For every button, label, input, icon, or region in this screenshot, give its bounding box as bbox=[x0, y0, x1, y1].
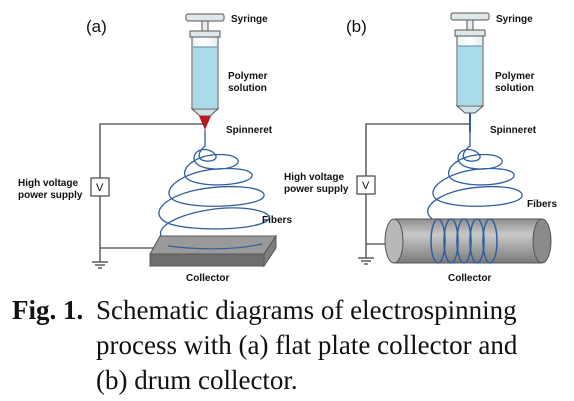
collector-label: Collector bbox=[186, 273, 229, 284]
syringe-label: Syringe bbox=[231, 14, 268, 25]
syringe-icon bbox=[185, 13, 225, 117]
circuit-wire bbox=[365, 123, 470, 176]
hv-label-2: power supply bbox=[284, 184, 349, 195]
spinneret-tip bbox=[199, 116, 211, 130]
caption-line-3: (b) drum collector. bbox=[96, 365, 298, 395]
panel-a: (a) Syringe Polymer solution Spinneret bbox=[18, 13, 292, 284]
voltmeter-label: V bbox=[362, 180, 370, 192]
panel-a-label: (a) bbox=[86, 17, 107, 36]
panel-b-label: (b) bbox=[346, 17, 367, 36]
hv-label-1: High voltage bbox=[18, 178, 78, 189]
fibers-label: Fibers bbox=[262, 215, 292, 226]
hv-label-1: High voltage bbox=[284, 172, 344, 183]
voltmeter-label: V bbox=[96, 182, 104, 194]
ground-icon bbox=[92, 248, 108, 269]
syringe-icon bbox=[450, 12, 490, 114]
fibers-label: Fibers bbox=[527, 199, 557, 210]
collector-label: Collector bbox=[448, 273, 491, 284]
electrospinning-diagram: (a) Syringe Polymer solution Spinneret bbox=[18, 12, 557, 284]
caption-prefix: Fig. 1. bbox=[12, 295, 84, 325]
spinneret-label: Spinneret bbox=[490, 125, 537, 136]
hv-label-2: power supply bbox=[18, 190, 83, 201]
caption-line-1: Schematic diagrams of electrospinning bbox=[96, 295, 517, 325]
polymer-label-1: Polymer bbox=[495, 71, 535, 82]
circuit-wire bbox=[99, 123, 205, 178]
spinneret-label: Spinneret bbox=[226, 125, 273, 136]
flat-plate-collector bbox=[149, 234, 277, 268]
drum-collector bbox=[384, 218, 552, 264]
syringe-label: Syringe bbox=[496, 14, 533, 25]
caption-line-2: process with (a) flat plate collector an… bbox=[96, 330, 518, 360]
polymer-label-2: solution bbox=[228, 83, 267, 94]
panel-b: (b) Syringe Polymer solution Spinneret V bbox=[284, 12, 557, 284]
fiber-jet bbox=[158, 130, 270, 248]
ground-icon bbox=[358, 244, 374, 265]
polymer-label-1: Polymer bbox=[228, 71, 268, 82]
polymer-label-2: solution bbox=[495, 83, 534, 94]
fiber-jet bbox=[427, 132, 523, 223]
